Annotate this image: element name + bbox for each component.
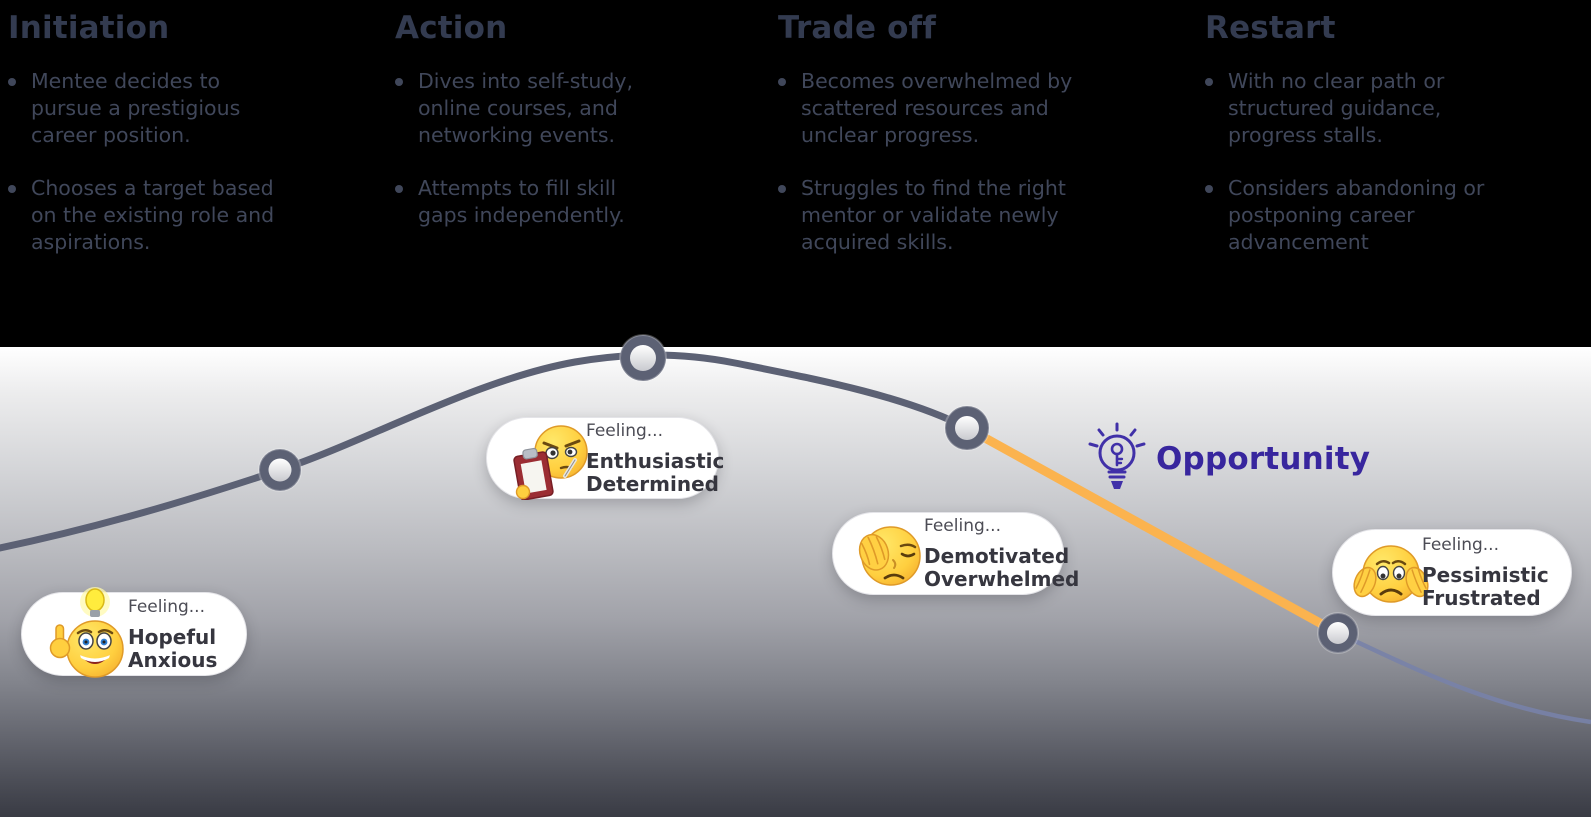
stage-bullet: Considers abandoning or postponing caree… <box>1205 175 1515 256</box>
emotion-1: Hopeful <box>128 624 217 649</box>
emotion-1: Pessimistic <box>1422 563 1549 587</box>
feeling-label: Feeling... <box>924 516 1001 536</box>
feeling-card-demotivated-overwhelmed: Feeling... Demotivated Overwhelmed <box>832 512 1079 595</box>
bullet-dot <box>395 185 403 193</box>
lightbulb-key-icon <box>1088 422 1146 489</box>
opportunity-callout: Opportunity <box>1086 422 1370 496</box>
bullet-dot <box>8 78 16 86</box>
stage-title: Restart <box>1205 10 1336 46</box>
feeling-card-text: Feeling... Pessimistic Frustrated <box>1422 530 1549 615</box>
stage-bullet: Chooses a target based on the existing r… <box>8 175 308 256</box>
stage-column-action: Action Dives into self-study, online cou… <box>395 10 685 255</box>
feeling-label: Feeling... <box>586 420 663 441</box>
feeling-label: Feeling... <box>128 596 205 617</box>
facepalm-emoji <box>858 526 921 586</box>
feeling-card-enthusiastic-determined: Feeling... Enthusiastic Determined <box>486 417 724 500</box>
stage-bullet: Dives into self-study, online courses, a… <box>395 68 685 149</box>
bullet-dot <box>778 185 786 193</box>
stage-title: Action <box>395 10 508 46</box>
feeling-card-text: Feeling... Demotivated Overwhelmed <box>924 513 1079 594</box>
emotion-2: Anxious <box>128 647 218 672</box>
feeling-card-hopeful-anxious: Feeling... Hopeful Anxious <box>21 587 247 678</box>
stage-bullet: Struggles to find the right mentor or va… <box>778 175 1088 256</box>
bullet-dot <box>8 185 16 193</box>
determined-clipboard-emoji <box>513 425 588 500</box>
stage-bullet: Mentee decides to pursue a prestigious c… <box>8 68 308 149</box>
feeling-card-text: Feeling... Enthusiastic Determined <box>586 418 724 498</box>
stage-title: Trade off <box>778 10 937 46</box>
emotion-2: Overwhelmed <box>924 567 1080 591</box>
emotion-1: Enthusiastic <box>586 448 725 473</box>
emotion-2: Frustrated <box>1422 586 1541 610</box>
bullet-dot <box>1205 185 1213 193</box>
stage-column-initiation: Initiation Mentee decides to pursue a pr… <box>8 10 308 282</box>
stage-column-trade-off: Trade off Becomes overwhelmed by scatter… <box>778 10 1088 282</box>
feeling-card-pessimistic-frustrated: Feeling... Pessimistic Frustrated <box>1332 529 1572 616</box>
worried-head-holding-emoji <box>1353 545 1429 603</box>
stage-bullet: With no clear path or structured guidanc… <box>1205 68 1515 149</box>
excited-idea-emoji <box>49 587 124 678</box>
stage-column-restart: Restart With no clear path or structured… <box>1205 10 1515 282</box>
stage-bullet: Attempts to fill skill gaps independentl… <box>395 175 685 229</box>
stage-bullet: Becomes overwhelmed by scattered resourc… <box>778 68 1088 149</box>
stage-title: Initiation <box>8 10 170 46</box>
opportunity-label: Opportunity <box>1156 441 1371 477</box>
bullet-dot <box>778 78 786 86</box>
bullet-dot <box>1205 78 1213 86</box>
feeling-card-text: Feeling... Hopeful Anxious <box>128 593 217 675</box>
emotion-1: Demotivated <box>924 544 1070 568</box>
bullet-dot <box>395 78 403 86</box>
feeling-label: Feeling... <box>1422 535 1499 555</box>
emotion-2: Determined <box>586 471 719 496</box>
